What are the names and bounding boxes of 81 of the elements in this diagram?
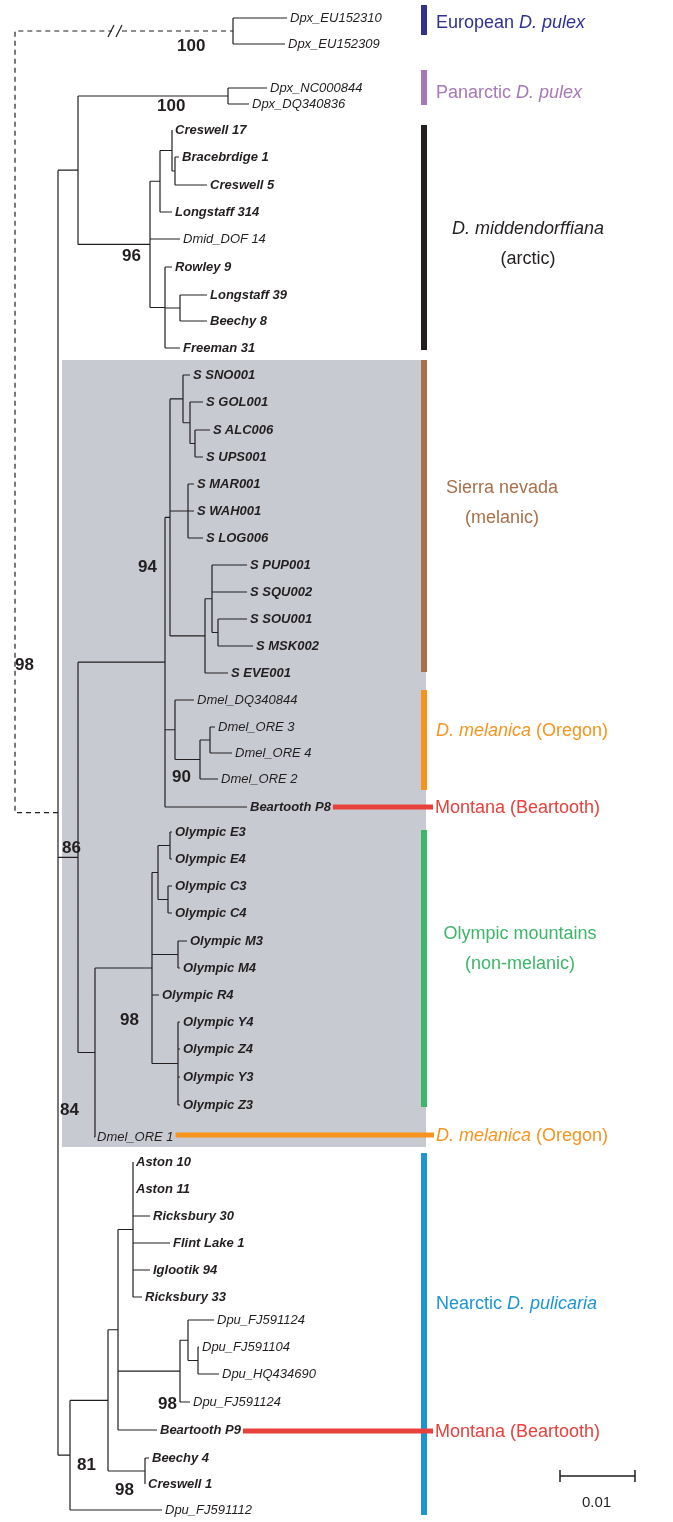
taxon-label: S WAH001	[197, 502, 262, 520]
taxon-label: Rowley 9	[175, 258, 232, 276]
clade-label: European D. pulex	[436, 11, 586, 34]
taxon-label: S EVE001	[231, 664, 291, 682]
bootstrap-value: 100	[177, 37, 206, 55]
taxon-label: Freeman 31	[183, 339, 256, 357]
taxon-label: Longstaff 314	[175, 203, 260, 221]
clade-label: Olympic mountains (non-melanic)	[442, 922, 598, 975]
taxon-label: Dmel_ORE 3	[218, 718, 295, 736]
taxon-label: S UPS001	[206, 448, 267, 466]
taxon-label: Dmel_ORE 2	[221, 770, 298, 788]
bootstrap-value: 100	[157, 97, 186, 115]
taxon-label: Olympic Y4	[183, 1013, 254, 1031]
bootstrap-value: 98	[115, 1481, 134, 1499]
bootstrap-value: 84	[60, 1101, 79, 1119]
taxon-label: Olympic C4	[175, 904, 247, 922]
taxon-label: Beechy 8	[210, 312, 268, 330]
scale-label: 0.01	[582, 1493, 612, 1511]
taxon-label: Dpx_EU152309	[288, 35, 380, 53]
bootstrap-value: 98	[158, 1395, 177, 1413]
clade-label: Montana (Beartooth)	[435, 792, 601, 822]
taxon-label: Dpx_EU152310	[290, 9, 382, 27]
clade-label: D. melanica (Oregon)	[436, 719, 609, 742]
bootstrap-value: 90	[172, 768, 191, 786]
taxon-label: S SQU002	[250, 583, 313, 601]
taxon-label: Aston 11	[136, 1180, 190, 1198]
taxon-label: Ricksbury 30	[153, 1207, 234, 1225]
taxon-label: S GOL001	[206, 393, 269, 411]
taxon-label: Olympic E4	[175, 850, 246, 868]
taxon-label: Aston 10	[136, 1153, 191, 1171]
taxon-label: Dpu_FJ591112	[165, 1501, 252, 1519]
taxon-label: Dpu_HQ434690	[222, 1365, 316, 1383]
bootstrap-value: 96	[122, 247, 141, 265]
clade-label: Nearctic D. pulicaria	[436, 1292, 598, 1315]
taxon-label: Flint Lake 1	[173, 1234, 245, 1252]
taxon-label: S ALC006	[213, 421, 274, 439]
clade-label: Montana (Beartooth)	[435, 1416, 601, 1446]
clade-label: D. melanica (Oregon)	[436, 1120, 609, 1150]
taxon-label: S MSK002	[256, 637, 319, 655]
leader-line	[332, 804, 433, 810]
taxon-label: Creswell 5	[210, 176, 275, 194]
bootstrap-value: 81	[77, 1456, 96, 1474]
taxon-label: Beechy 4	[152, 1449, 210, 1467]
taxon-label: Olympic C3	[175, 877, 247, 895]
taxon-label: Beartooth P9	[160, 1421, 241, 1439]
taxon-label: Dpx_DQ340836	[252, 95, 346, 113]
taxon-label: Dpx_NC000844	[270, 79, 363, 97]
taxon-label: Dpu_FJ591124	[217, 1311, 305, 1329]
taxon-label: S LOG006	[206, 529, 269, 547]
taxon-label: Olympic Y3	[183, 1068, 254, 1086]
clade-label: Sierra nevada (melanic)	[444, 476, 560, 529]
leader-line	[242, 1428, 433, 1434]
taxon-label: Dmel_ORE 1	[97, 1128, 174, 1146]
taxon-label: Creswell 17	[175, 121, 247, 139]
taxon-label: Olympic Z3	[183, 1096, 254, 1114]
taxon-label: Dmel_ORE 4	[235, 744, 312, 762]
taxon-label: S MAR001	[197, 475, 261, 493]
taxon-label: Dmel_DQ340844	[197, 691, 298, 709]
taxon-label: Ricksbury 33	[145, 1288, 226, 1306]
taxon-label: Beartooth P8	[250, 798, 331, 816]
taxon-label: Dpu_FJ591104	[202, 1338, 290, 1356]
taxon-label: Olympic R4	[162, 986, 234, 1004]
clade-label: Panarctic D. pulex	[436, 81, 583, 104]
taxon-label: Bracebrdige 1	[182, 148, 269, 166]
taxon-label: Iglootik 94	[153, 1261, 218, 1279]
taxon-label: Olympic Z4	[183, 1040, 254, 1058]
taxon-label: Olympic M4	[183, 959, 256, 977]
bootstrap-value: 94	[138, 558, 157, 576]
taxon-label: Creswell 1	[148, 1475, 213, 1493]
taxon-label: Dpu_FJ591124	[193, 1393, 281, 1411]
taxon-label: Dmid_DOF 14	[183, 230, 266, 248]
taxon-label: Olympic M3	[190, 932, 263, 950]
taxon-label: S SNO001	[193, 366, 256, 384]
leader-line	[175, 1132, 434, 1138]
taxon-label: S SOU001	[250, 610, 313, 628]
taxon-label: S PUP001	[250, 556, 311, 574]
taxon-label: Longstaff 39	[210, 286, 288, 304]
bootstrap-value: 98	[15, 656, 34, 674]
bootstrap-value: 98	[120, 1011, 139, 1029]
taxon-label: Olympic E3	[175, 823, 246, 841]
clade-label: D. middendorffiana (arctic)	[450, 217, 606, 270]
